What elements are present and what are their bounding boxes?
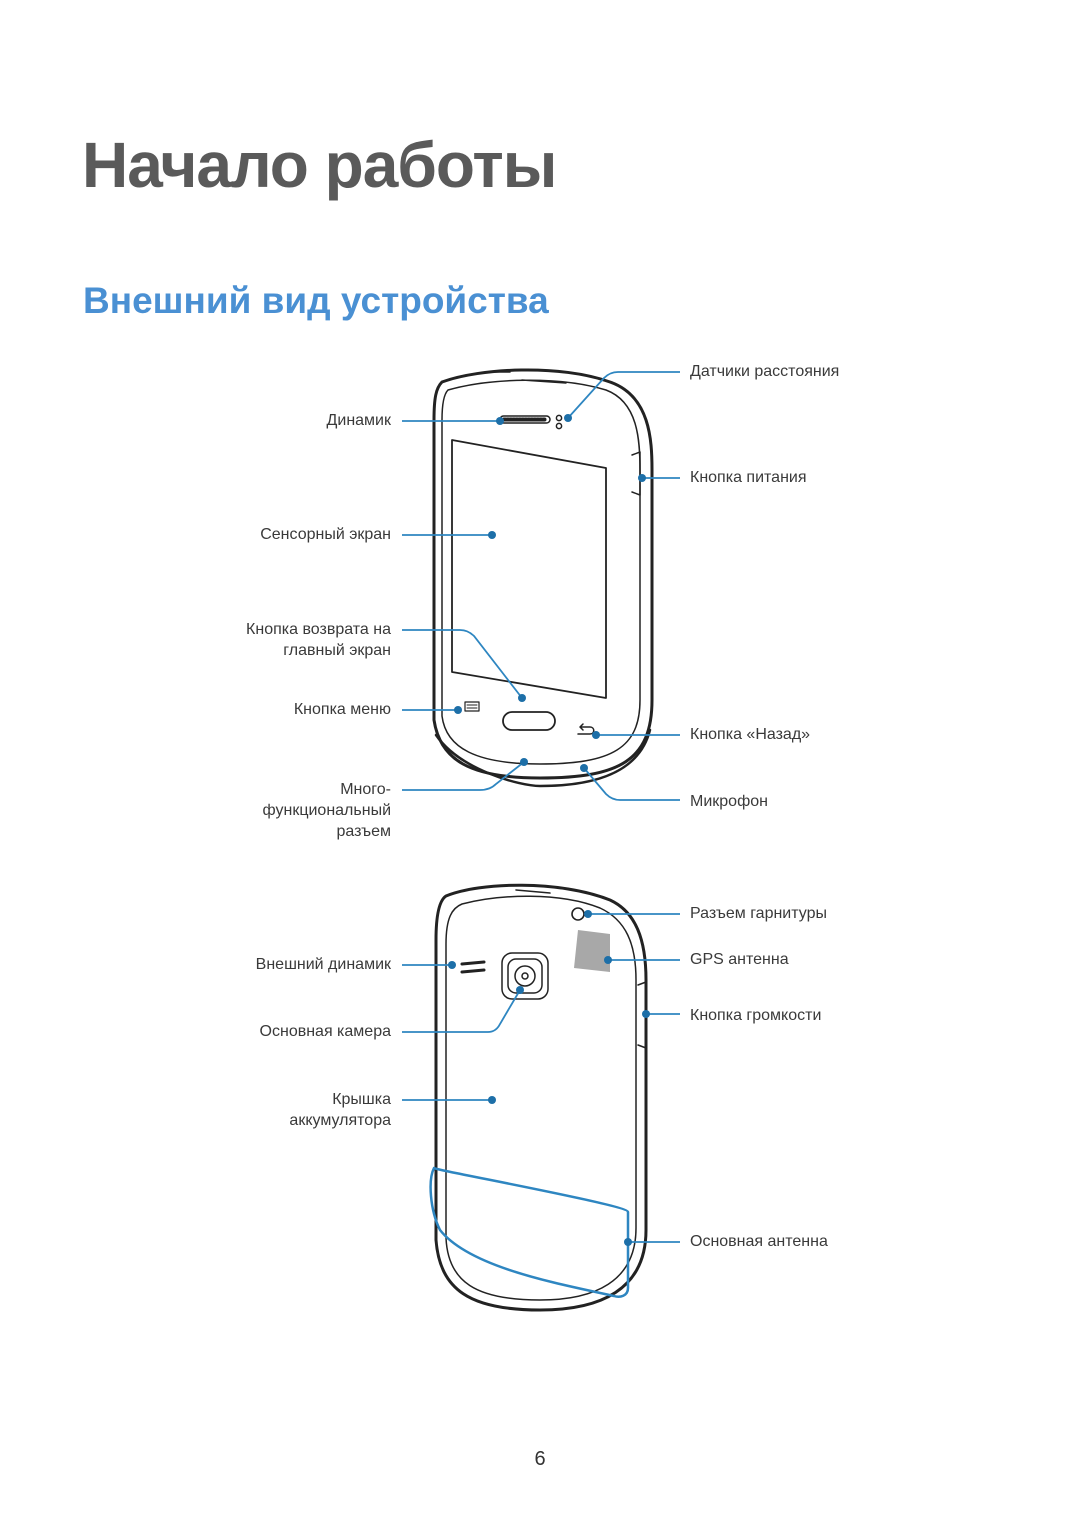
label-main-antenna: Основная антенна: [690, 1233, 828, 1250]
label-gps-antenna: GPS антенна: [690, 951, 789, 968]
label-multi-connector: Много- функциональный разъем: [263, 779, 392, 842]
label-menu-button: Кнопка меню: [293, 701, 391, 718]
label-main-camera: Основная камера: [259, 1023, 391, 1040]
label-home-button-line2: главный экран: [283, 642, 391, 659]
callout-lines: [402, 371, 680, 1243]
callout-dots: [448, 414, 650, 1246]
page-number: 6: [534, 1448, 546, 1470]
label-battery-cover-line2: аккумулятора: [289, 1112, 391, 1129]
label-speaker: Динамик: [326, 412, 391, 429]
label-battery-cover: Крышка аккумулятора: [289, 1089, 391, 1131]
label-home-button-line1: Кнопка возврата на: [246, 621, 391, 638]
label-touchscreen: Сенсорный экран: [260, 526, 391, 543]
phone-front: [432, 368, 654, 788]
label-battery-cover-line1: Крышка: [332, 1091, 391, 1108]
page-title: Начало работы: [82, 129, 557, 201]
phone-back: [434, 883, 648, 1312]
main-antenna-outline: [429, 1166, 630, 1298]
label-multi-line3: разъем: [336, 823, 392, 840]
label-proximity-sensors: Датчики расстояния: [690, 363, 840, 380]
label-back-button: Кнопка «Назад»: [690, 726, 811, 743]
gps-antenna-area: [574, 930, 610, 972]
label-home-button: Кнопка возврата на главный экран: [246, 619, 391, 661]
label-power-button: Кнопка питания: [690, 469, 807, 486]
label-external-speaker: Внешний динамик: [255, 956, 391, 973]
label-multi-line1: Много-: [340, 781, 391, 798]
label-multi-line2: функциональный: [262, 802, 392, 819]
label-volume-button: Кнопка громкости: [690, 1007, 822, 1024]
label-microphone: Микрофон: [690, 793, 768, 810]
label-headset-jack: Разъем гарнитуры: [690, 905, 827, 922]
section-title: Внешний вид устройства: [83, 280, 549, 321]
